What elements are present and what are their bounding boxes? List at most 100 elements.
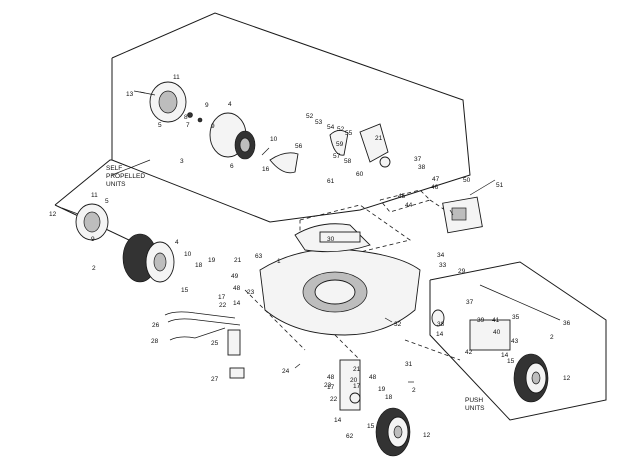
callout-15: 15 [367, 423, 375, 430]
callout-20: 20 [350, 377, 358, 384]
callout-32: 32 [394, 321, 402, 328]
callout-31: 31 [405, 361, 413, 368]
callout-5: 5 [158, 122, 162, 129]
callout-59: 59 [336, 141, 344, 148]
callout-18: 18 [195, 262, 203, 269]
callout-17: 17 [218, 294, 226, 301]
callout-48: 48 [233, 285, 241, 292]
callout-19: 19 [208, 257, 216, 264]
self-propelled-group-outline [54, 12, 471, 251]
callout-17: 17 [327, 384, 335, 391]
svg-text:SELF: SELF [106, 165, 122, 172]
callout-14: 14 [436, 331, 444, 338]
callout-13: 13 [126, 91, 134, 98]
callout-27: 27 [211, 376, 219, 383]
callout-29: 29 [458, 268, 466, 275]
callout-14: 14 [334, 417, 342, 424]
svg-text:UNITS: UNITS [465, 405, 485, 412]
callout-54: 54 [327, 124, 335, 131]
callout-10: 10 [270, 136, 278, 143]
callout-48: 48 [369, 374, 377, 381]
push-units-wheel [431, 284, 561, 403]
callout-38: 38 [437, 321, 445, 328]
callout-36: 36 [563, 320, 571, 327]
transmission-assembly [329, 123, 496, 234]
callout-11: 11 [91, 192, 98, 199]
callout-4: 4 [175, 239, 179, 246]
callout-8: 8 [184, 114, 188, 121]
callout-35: 35 [512, 314, 520, 321]
callout-44: 44 [405, 202, 413, 209]
callout-45: 45 [398, 193, 406, 200]
rear-handle [164, 311, 245, 379]
callout-15: 15 [507, 358, 515, 365]
callout-22: 22 [330, 396, 338, 403]
callout-53: 53 [315, 119, 323, 126]
callout-30: 30 [327, 236, 335, 243]
callout-58: 58 [344, 158, 352, 165]
callout-3: 3 [180, 158, 184, 165]
callout-28: 28 [151, 338, 159, 345]
callout-5: 5 [105, 198, 109, 205]
callout-2: 2 [412, 387, 416, 394]
callout-38: 38 [418, 164, 426, 171]
callout-16: 16 [262, 166, 270, 173]
callout-14: 14 [233, 300, 241, 307]
callout-37: 37 [466, 299, 474, 306]
rear-drive-wheel-upper [139, 81, 299, 174]
callout-26: 26 [152, 322, 160, 329]
mower-deck [259, 223, 421, 336]
callout-55: 55 [345, 130, 353, 137]
callout-51: 51 [496, 182, 504, 189]
callout-21: 21 [353, 366, 361, 373]
push-units-group-outline [429, 261, 607, 421]
callout-24: 24 [282, 368, 290, 375]
callout-47: 47 [432, 176, 440, 183]
callout-42: 42 [465, 349, 473, 356]
callout-7: 7 [186, 122, 190, 129]
callout-10: 10 [184, 251, 192, 258]
callout-9: 9 [205, 102, 209, 109]
callout-46: 46 [431, 184, 439, 191]
callout-39: 39 [477, 317, 485, 324]
callout-25: 25 [211, 340, 219, 347]
callout-34: 34 [437, 252, 445, 259]
callout-62: 62 [346, 433, 354, 440]
callout-9: 9 [211, 123, 215, 130]
svg-text:PROPELLED: PROPELLED [106, 173, 145, 180]
callout-19: 19 [378, 386, 386, 393]
callout-33: 33 [439, 262, 447, 269]
callout-52: 52 [306, 113, 314, 120]
callout-49: 49 [231, 273, 239, 280]
callout-57: 57 [333, 153, 341, 160]
callout-12: 12 [49, 211, 57, 218]
callout-2: 2 [550, 334, 554, 341]
callout-37: 37 [414, 156, 422, 163]
callout-50: 50 [463, 177, 471, 184]
callout-56: 56 [295, 143, 303, 150]
callout-61: 61 [327, 178, 335, 185]
callout-40: 40 [493, 329, 501, 336]
svg-text:UNITS: UNITS [106, 181, 126, 188]
callout-numbers: 1222344556789991010111112121213141414141… [49, 74, 571, 440]
callout-6: 6 [230, 163, 234, 170]
callout-11: 11 [173, 74, 180, 81]
callout-2: 2 [92, 265, 96, 272]
svg-text:PUSH: PUSH [465, 397, 483, 404]
callout-48: 48 [327, 374, 335, 381]
callout-23: 23 [247, 289, 255, 296]
callout-21: 21 [234, 257, 242, 264]
callout-1: 1 [277, 258, 281, 265]
callout-4: 4 [228, 101, 232, 108]
callout-23: 23 [324, 382, 332, 389]
callout-63: 63 [255, 253, 263, 260]
callout-41: 41 [492, 317, 500, 324]
callout-9: 9 [91, 236, 95, 243]
callout-17: 17 [353, 383, 361, 390]
callout-22: 22 [219, 302, 227, 309]
self-propelled-note: SELF PROPELLED UNITS [106, 165, 145, 188]
rear-drive-wheel-lower [61, 203, 175, 283]
callout-21: 21 [375, 135, 383, 142]
